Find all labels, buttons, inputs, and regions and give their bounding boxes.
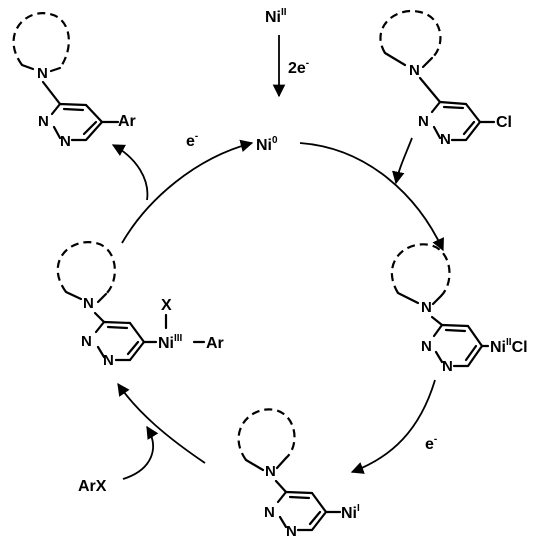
pyrimidine-bonds (276, 490, 328, 532)
amine-nitrogen: N (83, 295, 94, 312)
amine-nitrogen: N (409, 62, 420, 79)
pyrimidine-n1: N (421, 338, 432, 355)
pyrimidine-n1: N (81, 333, 92, 350)
pyrimidine-bonds (94, 320, 146, 362)
pyrimidine-double-bonds (62, 107, 98, 136)
pyrimidine-n3: N (60, 133, 71, 150)
pyrimidine-bonds (432, 323, 484, 368)
amine-nitrogen: N (37, 65, 48, 82)
amine-ring-dashed (56, 241, 116, 295)
pyrimidine-bonds (430, 100, 482, 142)
ni-i-complex-molecule: N N N NiI (237, 408, 360, 540)
substrate-molecule: N N N Cl (379, 9, 512, 148)
arx-label: ArX (78, 478, 107, 495)
amine-ring-dashed (12, 12, 70, 69)
pyrimidine-n3: N (442, 358, 453, 375)
product-exit-arrow (111, 144, 149, 201)
amine-bonds (20, 63, 62, 106)
oxidative-adduct-molecule: N N N NiIICl (390, 243, 528, 375)
pyrimidine-n1: N (418, 113, 429, 130)
cycle-arc-reductive-elimination (121, 139, 254, 244)
ni-iii-aryl-ligand: Ar (206, 335, 224, 352)
electron-label-right: e- (425, 434, 437, 453)
amine-ring-dashed (379, 9, 442, 59)
substrate-substituent: Cl (496, 114, 512, 131)
pyrimidine-double-bonds (106, 325, 140, 356)
product-molecule: N N N Ar (12, 12, 136, 150)
ni-0-label: Ni0 (256, 135, 278, 154)
electron-label-left: e- (186, 131, 198, 150)
cycle-arc-reduction-to-ni-i (350, 379, 436, 474)
cycle-arc-oxidative-addition (299, 142, 444, 252)
ni-iii-complex-molecule: N N N NiIII X Ar (56, 241, 224, 369)
ni-ii-label: NiII (265, 7, 287, 26)
adduct-metal-label: NiIICl (490, 337, 528, 356)
pyrimidine-double-bonds (288, 495, 322, 526)
pyrimidine-n1: N (264, 504, 275, 521)
arx-entry-arrow (122, 425, 159, 480)
pyrimidine-double-bonds (442, 105, 476, 136)
substrate-entry-arrow (392, 137, 413, 185)
ni-iii-metal-label: NiIII (158, 333, 183, 352)
pyrimidine-n3: N (440, 131, 451, 148)
amine-ring-dashed (390, 243, 451, 297)
amine-bonds (383, 51, 442, 104)
ni-iii-x-ligand: X (161, 297, 172, 314)
ni-i-metal-label: NiI (341, 503, 360, 522)
cycle-arc-transmetalation (117, 382, 206, 464)
amine-bonds (64, 290, 108, 324)
product-substituent: Ar (118, 113, 136, 130)
amine-bonds (244, 456, 288, 494)
amine-ring-dashed (237, 408, 296, 461)
amine-nitrogen: N (421, 299, 432, 316)
pyrimidine-n3: N (286, 523, 297, 540)
pyrimidine-double-bonds (444, 328, 478, 362)
pyrimidine-n3: N (103, 352, 114, 369)
reductant-label: 2e- (288, 58, 309, 77)
pyrimidine-bonds (50, 102, 104, 142)
pyrimidine-n1: N (38, 113, 49, 130)
amine-bonds (396, 291, 444, 327)
amine-nitrogen: N (265, 463, 276, 480)
